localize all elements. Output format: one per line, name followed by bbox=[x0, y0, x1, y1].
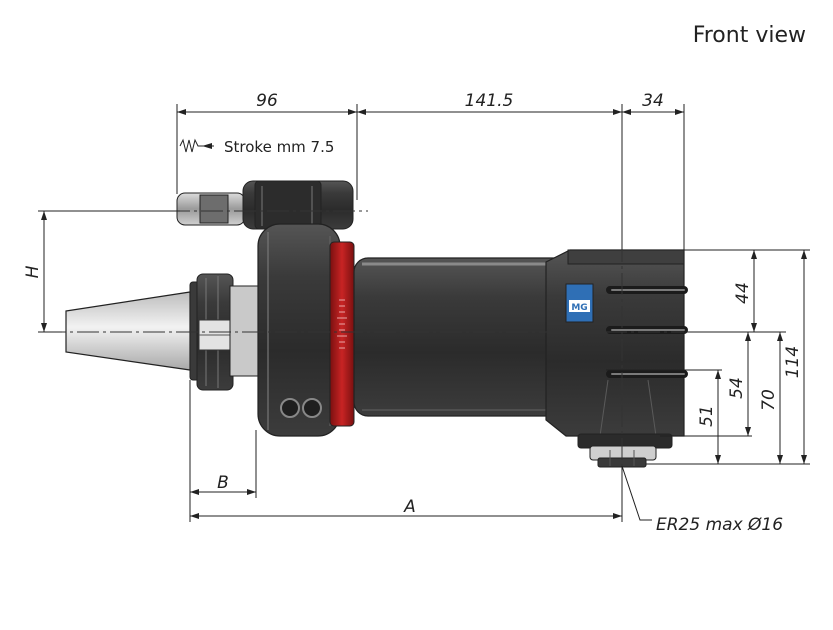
dim-A: A bbox=[403, 497, 416, 517]
dim-141-5: 141.5 bbox=[465, 91, 514, 111]
screw-icon bbox=[302, 398, 322, 418]
view-title: Front view bbox=[693, 23, 806, 48]
stroke-label: Stroke mm 7.5 bbox=[224, 138, 334, 156]
angle-head bbox=[545, 249, 685, 437]
dim-34: 34 bbox=[642, 91, 664, 111]
dim-51: 51 bbox=[697, 405, 717, 427]
tool-holder: MG bbox=[65, 180, 688, 468]
collet-leader bbox=[621, 465, 652, 521]
dim-96: 96 bbox=[256, 91, 278, 111]
collet-label: ER25 max Ø16 bbox=[656, 515, 783, 535]
dim-70: 70 bbox=[759, 389, 779, 411]
flange-collar bbox=[229, 285, 263, 377]
stroke-symbol bbox=[179, 138, 214, 153]
dimensions: 96 141.5 34 Stroke mm 7.5 H B A ER25 max… bbox=[23, 91, 810, 535]
dim-44: 44 bbox=[733, 282, 753, 304]
screw-icon bbox=[280, 398, 300, 418]
dim-114: 114 bbox=[783, 346, 803, 378]
dim-H: H bbox=[23, 265, 43, 278]
taper-shank bbox=[65, 291, 191, 371]
logo-text: MG bbox=[571, 303, 587, 313]
dim-B: B bbox=[217, 473, 229, 493]
index-ring bbox=[329, 241, 355, 427]
index-scale bbox=[337, 299, 347, 349]
dim-54: 54 bbox=[727, 377, 747, 399]
